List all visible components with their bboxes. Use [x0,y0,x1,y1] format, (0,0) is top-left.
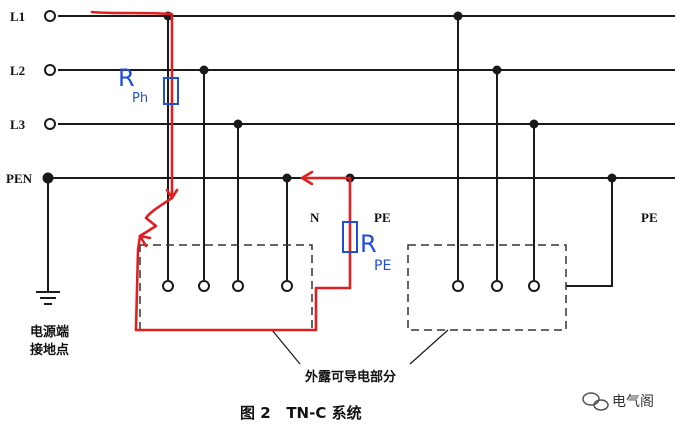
terminal-l2 [44,64,56,76]
pe-label-right: PE [641,210,658,225]
junction-dot [233,119,243,129]
fault-path-line [90,10,352,332]
rph-subscript: Ph [132,91,148,106]
terminal-circle [452,280,464,292]
terminal-circle [162,280,174,292]
rpe-label: R [360,230,377,258]
right-equipment-terminals [452,280,540,292]
right-equipment-wires [457,16,613,287]
fault-path [90,10,352,332]
line-label-l1: L1 [10,9,25,24]
resistor-rpe-box [342,221,358,253]
terminal-circle [281,280,293,292]
line-label-pen: PEN [6,171,33,186]
line-label-l3: L3 [10,117,26,132]
bus-lines [48,15,675,179]
terminal-circle [198,280,210,292]
source-ground-label-1: 电源端 [30,324,69,340]
terminals [44,10,56,130]
figure-caption: 图 2 TN-C 系统 [240,404,362,422]
n-label: N [310,210,320,225]
junction-dot [282,173,292,183]
junction-dot [199,65,209,75]
junction-dot [492,65,502,75]
fault-arrow-left [300,170,314,186]
terminal-circle [491,280,503,292]
exposed-parts-label: 外露可导电部分 [304,369,396,385]
rph-label: R [118,64,135,92]
source-ground [36,172,60,305]
junction-dot [607,173,617,183]
source-ground-label-2: 接地点 [30,342,69,358]
left-equipment-terminals [162,280,293,292]
junction-dot [529,119,539,129]
right-equipment-enclosure [407,244,567,331]
junction-dot [453,11,463,21]
wechat-icon [582,392,609,411]
right-equipment-junctions [453,11,617,183]
terminal-l1 [44,10,56,22]
line-label-l2: L2 [10,63,25,78]
rpe-subscript: PE [374,258,391,274]
fault-arrow-down [138,234,152,248]
resistor-rpe: R PE [342,221,391,274]
resistor-rph: R Ph [118,64,179,106]
pe-label-left: PE [374,210,391,225]
resistor-rph-box [163,77,179,105]
watermark-text: 电气阁 [612,394,654,410]
terminal-circle [232,280,244,292]
terminal-circle [528,280,540,292]
left-equipment-wires [167,16,351,289]
left-equipment-junctions [163,11,355,183]
exposed-parts-leaders [271,329,449,365]
watermark: 电气阁 [582,392,654,411]
terminal-l3 [44,118,56,130]
